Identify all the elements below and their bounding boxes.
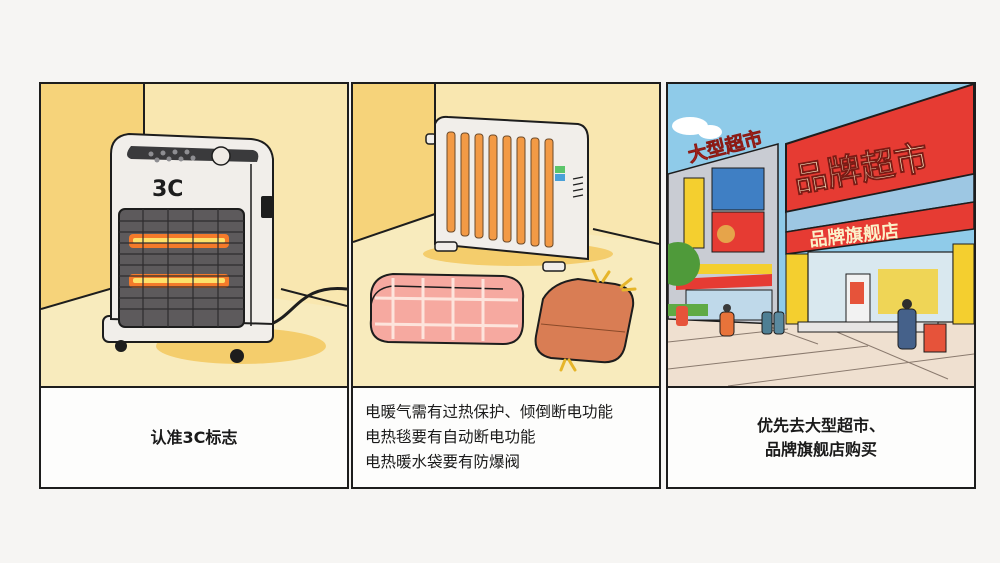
caption-line: 优先去大型超市、	[756, 415, 885, 435]
caption-safety-features: 电暖气需有过热保护、倾倒断电功能 电热毯要有自动断电功能 电热暖水袋要有防爆阀	[353, 388, 659, 487]
caption-where-to-buy: 优先去大型超市、 品牌旗舰店购买	[668, 388, 974, 487]
caption-line: 品牌旗舰店购买	[764, 439, 877, 459]
caption-certification: 认准3C标志	[41, 388, 347, 487]
panel-safety-features: 电暖气需有过热保护、倾倒断电功能 电热毯要有自动断电功能 电热暖水袋要有防爆阀	[351, 82, 661, 489]
3c-label: 3C	[152, 177, 183, 202]
illustration-space-heater: 3C	[41, 84, 347, 388]
panel-where-to-buy: 大型超市 品牌超市 品牌旗舰店	[666, 82, 976, 489]
panel-certification: 3C 认准3C标志	[39, 82, 349, 489]
brand-supermarket-building: 品牌超市 品牌旗舰店	[785, 84, 974, 333]
caption-line: 电热毯要有自动断电功能	[365, 428, 536, 446]
electric-blanket-icon	[369, 272, 525, 346]
caption-line: 电热暖水袋要有防爆阀	[365, 453, 521, 471]
caption-line: 电暖气需有过热保护、倾倒断电功能	[365, 403, 614, 421]
space-heater-icon: 3C	[41, 84, 347, 386]
shoppers	[676, 299, 947, 353]
oil-radiator-icon	[423, 115, 613, 272]
caption-line: 认准3C标志	[150, 427, 238, 447]
large-supermarket-building: 大型超市	[668, 126, 779, 325]
supermarket-storefront-icon: 大型超市 品牌超市 品牌旗舰店	[668, 84, 974, 386]
illustration-supermarket: 大型超市 品牌超市 品牌旗舰店	[668, 84, 974, 388]
hot-water-bag-icon	[534, 268, 637, 372]
illustration-heating-appliances	[353, 84, 659, 388]
